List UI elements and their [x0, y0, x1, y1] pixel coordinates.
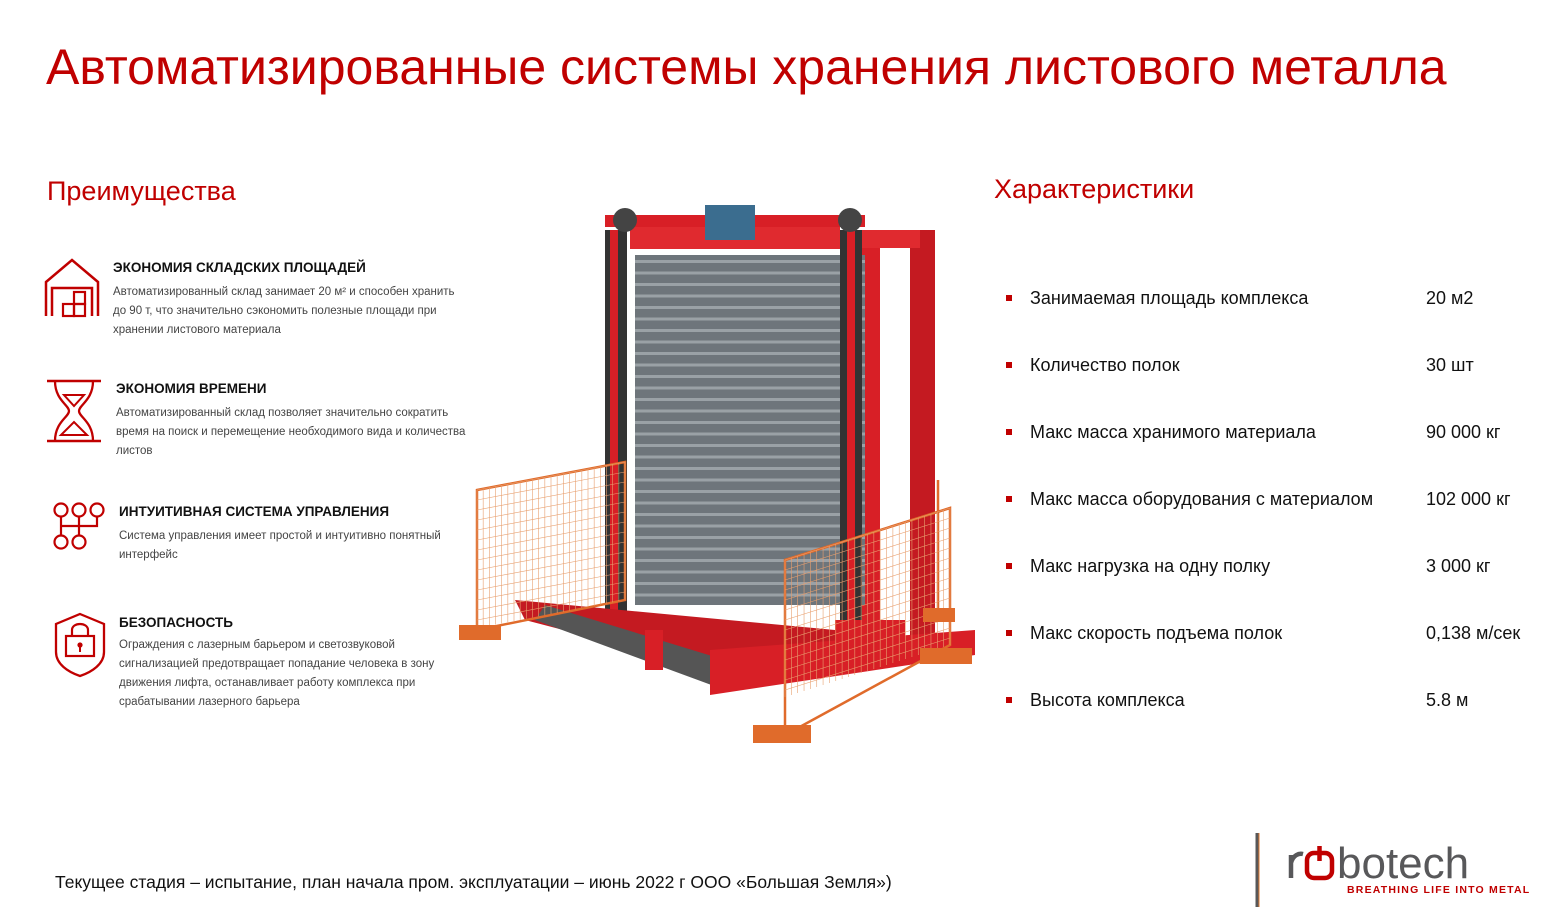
shelf [635, 513, 865, 516]
advantage-title: ЭКОНОМИЯ ВРЕМЕНИ [116, 381, 267, 396]
spec-label: Высота комплекса [1030, 690, 1185, 710]
spec-label: Макс масса хранимого материала [1030, 422, 1316, 442]
shelf [635, 559, 865, 562]
warehouse-icon [44, 258, 100, 318]
shelf [635, 582, 865, 585]
spec-value: 0,138 м/сек [1426, 623, 1521, 643]
svg-text:botech: botech [1337, 839, 1469, 888]
spec-label: Макс масса оборудования с материалом [1030, 489, 1374, 509]
shelf [635, 524, 865, 528]
shelf [635, 421, 865, 424]
gear-shift-icon [53, 502, 105, 550]
advantage-text: Автоматизированный склад позволяет значи… [116, 407, 466, 457]
spec-label: Занимаемая площадь комплекса [1030, 288, 1309, 308]
advantage-text: Ограждения с лазерным барьером и светозв… [119, 639, 435, 708]
robotech-logo: botech BREATHING LIFE INTO METAL [1255, 833, 1545, 907]
shelf [635, 455, 865, 459]
specs-heading: Характеристики [994, 174, 1195, 204]
shelf [635, 490, 865, 493]
shelf [635, 501, 865, 505]
spec-label: Количество полок [1030, 355, 1180, 375]
advantages-heading: Преимущества [47, 176, 236, 206]
shelf [635, 317, 865, 321]
bullet-icon [1006, 295, 1012, 301]
shelf [635, 432, 865, 436]
hourglass-icon [47, 379, 101, 443]
shelf [635, 467, 865, 470]
shelf [635, 375, 865, 378]
shelf [635, 570, 865, 574]
shelves [635, 255, 865, 605]
spec-value: 5.8 м [1426, 690, 1469, 710]
shelf [635, 260, 865, 263]
advantage-text: Система управления имеет простой и интуи… [119, 530, 441, 561]
bullet-icon [1006, 563, 1012, 569]
shelf [635, 409, 865, 413]
advantage-title: ИНТУИТИВНАЯ СИСТЕМА УПРАВЛЕНИЯ [119, 504, 390, 519]
shelf [635, 536, 865, 539]
bullet-icon [1006, 429, 1012, 435]
shelf [635, 593, 865, 597]
shelf [635, 352, 865, 355]
spec-value: 3 000 кг [1426, 556, 1491, 576]
shelf [635, 363, 865, 367]
storage-system-illustration [459, 205, 975, 743]
bullet-icon [1006, 697, 1012, 703]
spec-value: 30 шт [1426, 355, 1474, 375]
bullet-icon [1006, 496, 1012, 502]
advantage-title: ЭКОНОМИЯ СКЛАДСКИХ ПЛОЩАДЕЙ [113, 260, 366, 275]
shelf [635, 386, 865, 390]
svg-text:BREATHING LIFE INTO METAL: BREATHING LIFE INTO METAL [1347, 884, 1530, 896]
shelf [635, 306, 865, 309]
spec-label: Макс скорость подъема полок [1030, 623, 1283, 643]
shelf [635, 271, 865, 275]
shelf [635, 398, 865, 401]
shelf [635, 294, 865, 298]
shelf [635, 329, 865, 332]
shelf [635, 444, 865, 447]
bullet-icon [1006, 362, 1012, 368]
advantage-title: БЕЗОПАСНОСТЬ [119, 615, 233, 630]
spec-label: Макс нагрузка на одну полку [1030, 556, 1271, 576]
shield-lock-icon [54, 612, 106, 678]
spec-value: 20 м2 [1426, 288, 1474, 308]
bullet-icon [1006, 630, 1012, 636]
shelf [635, 283, 865, 286]
shelf [635, 547, 865, 551]
slide-title: Автоматизированные системы хранения лист… [46, 39, 1447, 95]
footer-note: Текущее стадия – испытание, план начала … [55, 872, 892, 892]
advantage-text: Автоматизированный склад занимает 20 м² … [113, 286, 455, 336]
spec-value: 102 000 кг [1426, 489, 1511, 509]
shelf [635, 340, 865, 344]
shelf [635, 478, 865, 482]
spec-value: 90 000 кг [1426, 422, 1501, 442]
